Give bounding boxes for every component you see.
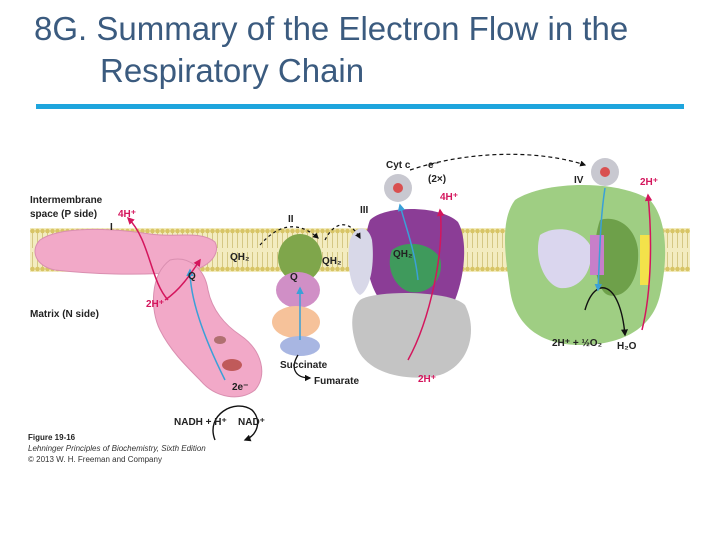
- oxygen-label: 2H⁺ + ½O₂: [552, 338, 602, 349]
- complex-iii: [348, 208, 472, 378]
- proton-2h-bottom: 2H⁺: [418, 374, 436, 385]
- proton-4h-mid: 4H⁺: [440, 192, 458, 203]
- proton-pump-i: [126, 216, 169, 301]
- title-underline: [36, 104, 684, 109]
- proton-2h-left: 2H⁺: [146, 299, 164, 310]
- matrix-label: Matrix (N side): [30, 309, 99, 320]
- proton-4h-left: 4H⁺: [118, 209, 136, 220]
- title-line-2: Respiratory Chain: [100, 52, 365, 89]
- nad-label: NAD⁺: [238, 417, 265, 428]
- oxygen-reduction-arrow: [584, 287, 628, 337]
- q-label-b: Q: [290, 272, 298, 283]
- succinate-arrow: [293, 354, 312, 382]
- respiratory-chain-diagram: Intermembrane space (P side) Matrix (N s…: [28, 153, 690, 464]
- proton-pump-iv: [641, 193, 653, 331]
- cyt-c-label: Cyt c: [386, 160, 411, 171]
- copyright: © 2013 W. H. Freeman and Company: [28, 455, 162, 464]
- qh2-label-b: QH₂: [322, 256, 341, 267]
- electron-path-iii: [397, 203, 419, 281]
- proton-uptake-i: [164, 258, 201, 301]
- q-cycle-arrow-right: [324, 224, 361, 241]
- proton-2h-right: 2H⁺: [640, 177, 658, 188]
- complex-i-label: I: [110, 222, 113, 233]
- complex-iv: [505, 185, 666, 345]
- complex-ii: [272, 234, 322, 356]
- electron-top-label: e⁻: [428, 160, 439, 171]
- slide-title: 8G. Summary of the Electron Flow in the …: [34, 8, 628, 92]
- fumarate-label: Fumarate: [314, 376, 359, 387]
- two-electron-label: 2e⁻: [232, 382, 248, 393]
- intermembrane-label-1: Intermembrane: [30, 195, 103, 206]
- succinate-label: Succinate: [280, 360, 328, 371]
- qh2-label-a: QH₂: [230, 252, 249, 263]
- q-label-a: Q: [188, 271, 196, 282]
- cyt-c-transfer-arrow: [409, 153, 587, 171]
- nadh-label: NADH + H⁺: [174, 417, 227, 428]
- intermembrane-label-2: space (P side): [30, 209, 97, 220]
- title-line-1: 8G. Summary of the Electron Flow in the: [34, 10, 629, 47]
- complex-iii-label: III: [360, 205, 369, 216]
- water-label: H₂O: [617, 341, 637, 352]
- book-title: Lehninger Principles of Biochemistry, Si…: [28, 444, 206, 453]
- cytochrome-c: [384, 158, 619, 202]
- complex-ii-label: II: [288, 214, 294, 225]
- electron-path-iv: [594, 187, 606, 292]
- electron-count-label: (2×): [428, 174, 446, 185]
- electron-path-i: [186, 268, 226, 381]
- proton-pump-iii: [407, 208, 445, 361]
- nadh-oxidation-arrow: [212, 405, 259, 442]
- complex-i: [34, 228, 263, 398]
- qh2-label-c: QH₂: [393, 249, 412, 260]
- complex-iv-label: IV: [574, 175, 584, 186]
- figure-number: Figure 19-16: [28, 433, 76, 442]
- q-cycle-arrow-left: [259, 226, 319, 246]
